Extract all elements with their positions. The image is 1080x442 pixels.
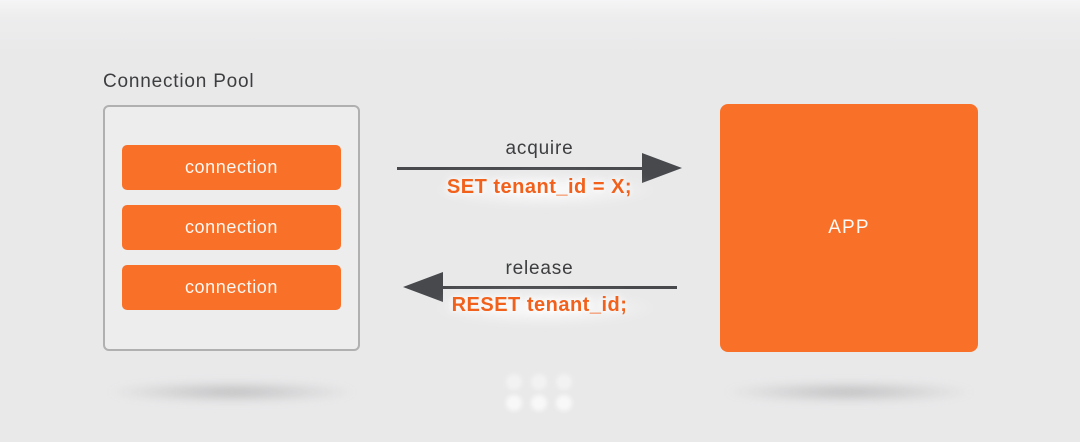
connection-pool-box: connection connection connection — [103, 105, 360, 351]
release-statement-glow — [430, 291, 660, 325]
app-box: APP — [720, 104, 978, 352]
acquire-statement-glow — [430, 173, 660, 207]
dot-icon — [556, 374, 572, 390]
dot-icon — [506, 395, 522, 411]
pool-floor-shadow — [106, 381, 358, 403]
dot-icon — [556, 395, 572, 411]
release-sql-statement: RESET tenant_id; — [451, 294, 628, 316]
app-floor-shadow — [723, 381, 975, 403]
dot-icon — [506, 374, 522, 390]
acquire-sql-statement: SET tenant_id = X; — [446, 176, 633, 198]
connection-item: connection — [122, 205, 341, 250]
connection-item: connection — [122, 265, 341, 310]
release-label: release — [505, 258, 574, 279]
dot-icon — [531, 395, 547, 411]
dot-icon — [531, 374, 547, 390]
acquire-arrow-line — [397, 167, 647, 170]
pool-title: Connection Pool — [103, 71, 255, 92]
six-dots-grid-icon — [506, 374, 572, 411]
acquire-label: acquire — [505, 138, 574, 159]
connection-item: connection — [122, 145, 341, 190]
release-arrow-line — [408, 286, 677, 289]
